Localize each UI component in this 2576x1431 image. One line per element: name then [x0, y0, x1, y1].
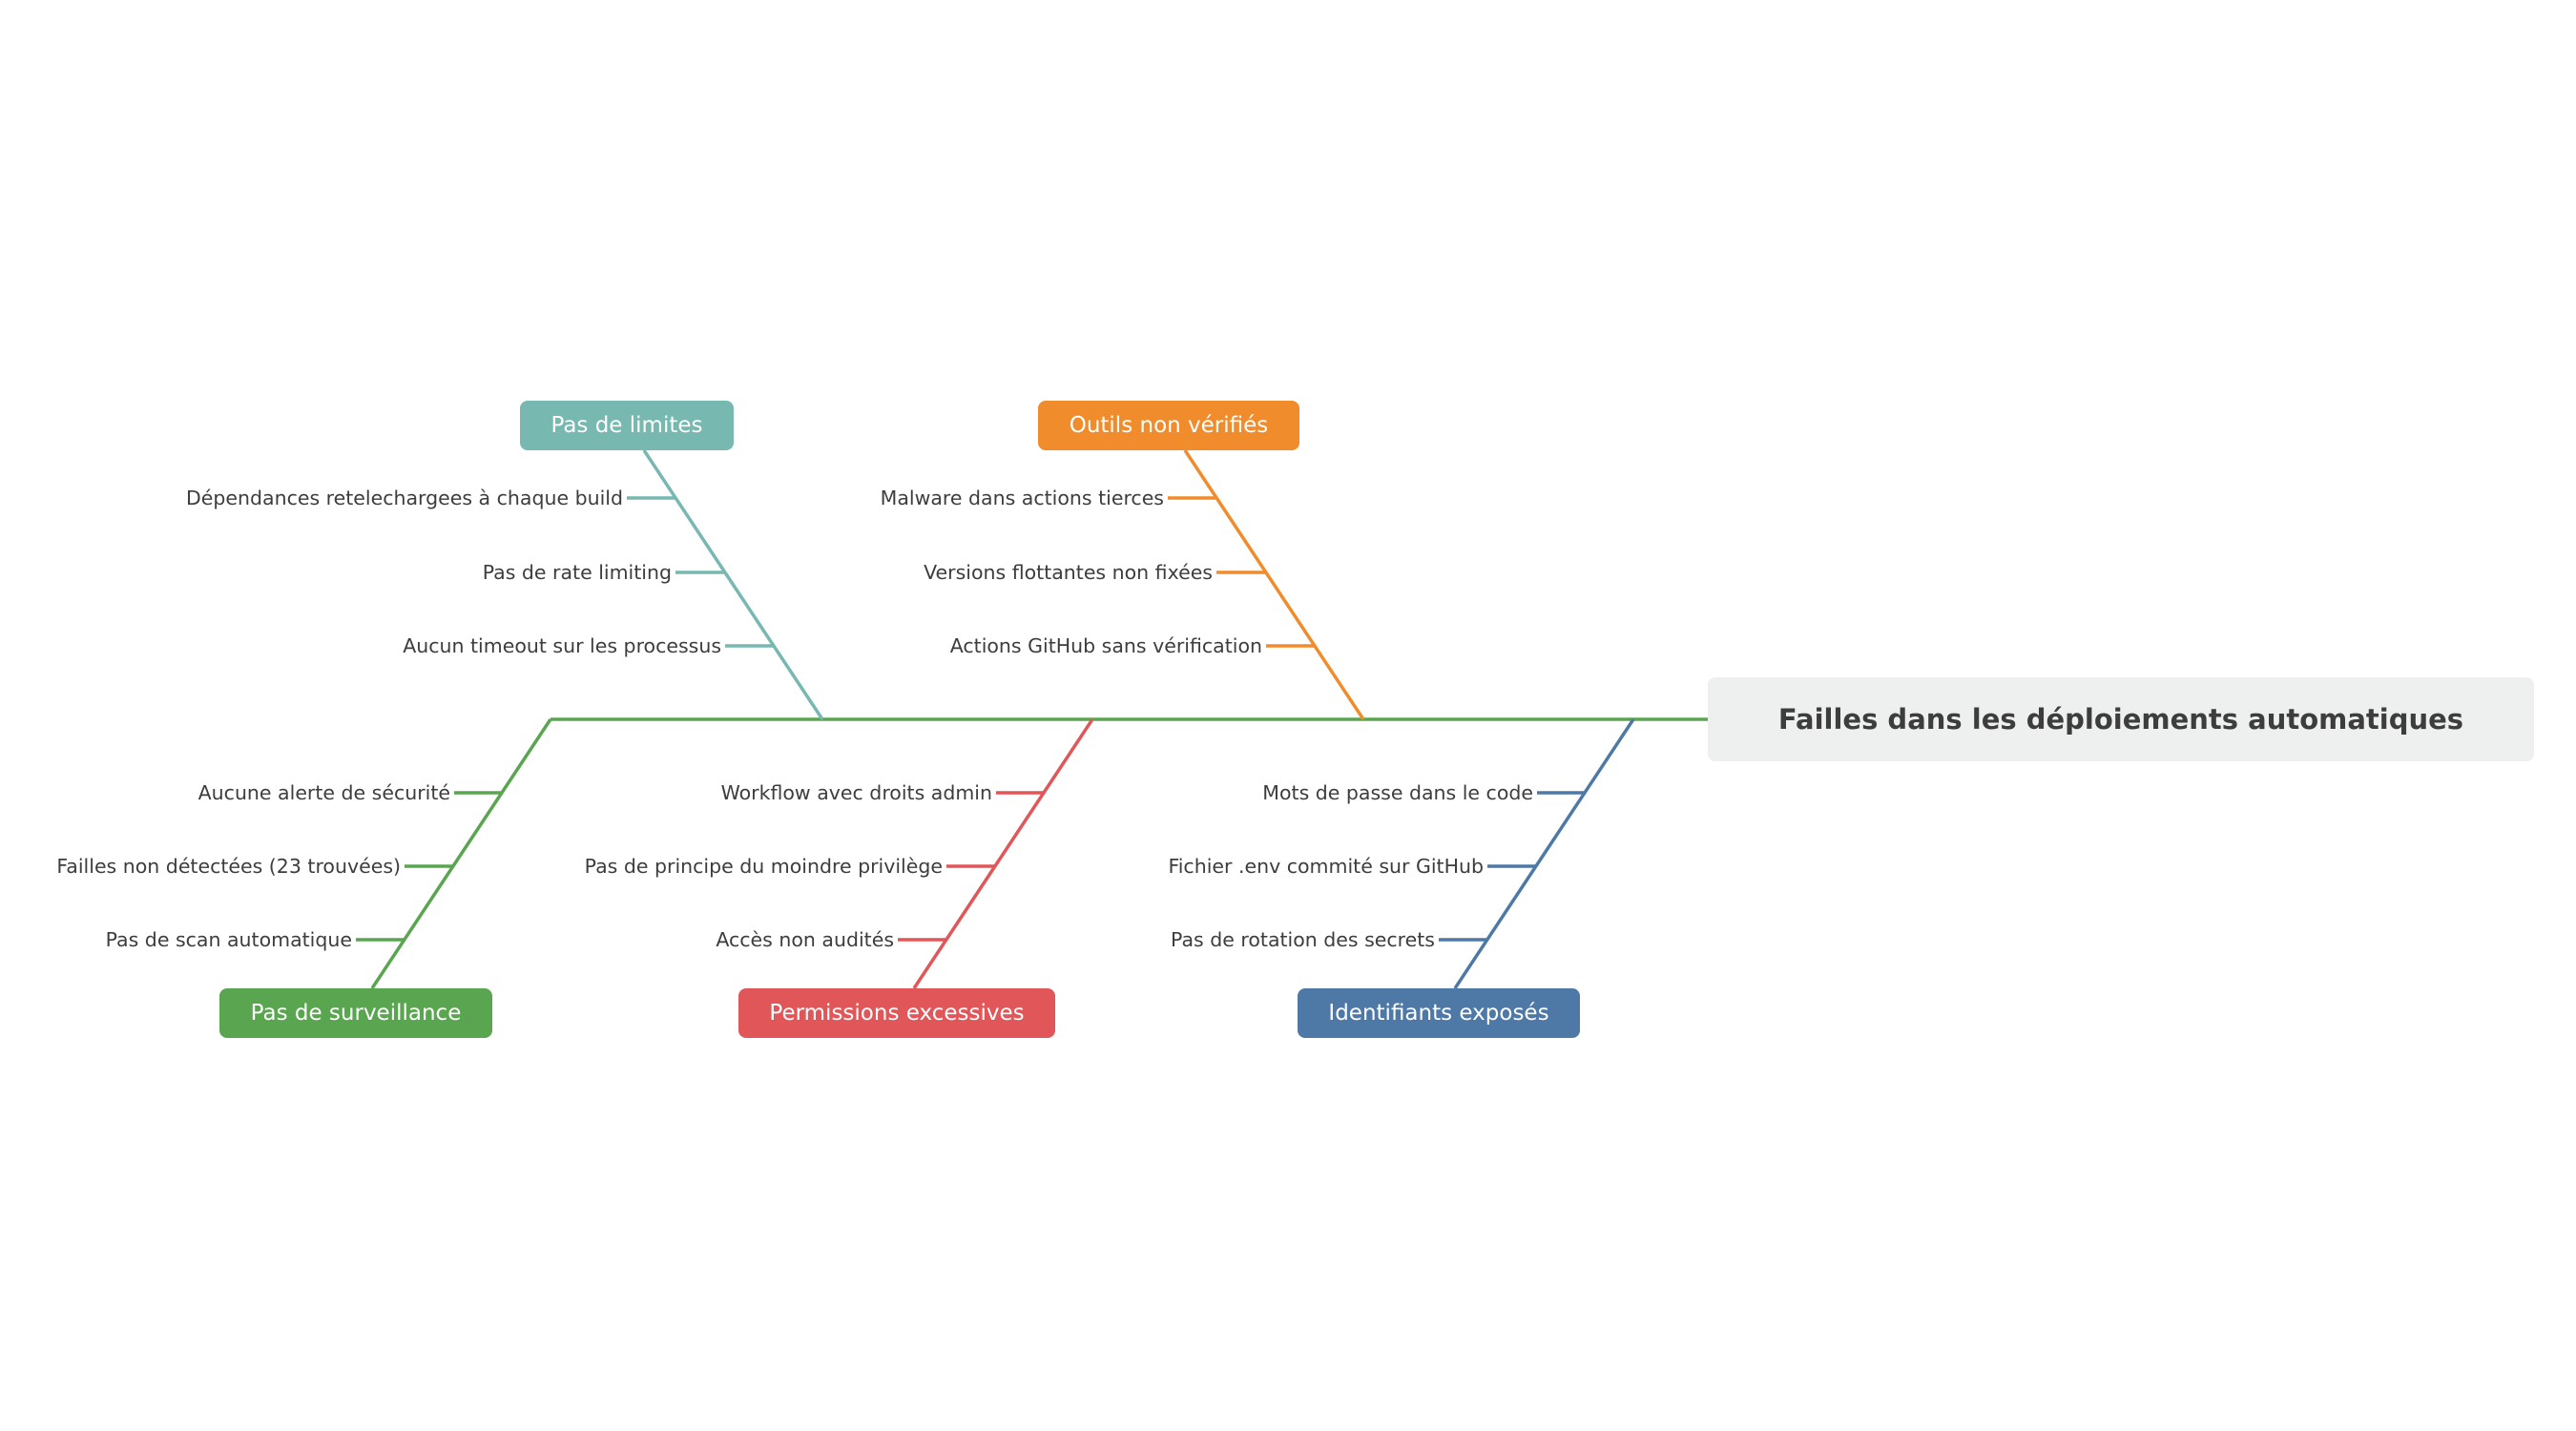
- category-pas-de-surveillance: Pas de surveillance: [219, 988, 492, 1038]
- cause-label: Failles non détectées (23 trouvées): [56, 855, 401, 878]
- cause-label: Actions GitHub sans vérification: [949, 634, 1262, 657]
- problem-head: Failles dans les déploiements automatiqu…: [1708, 677, 2534, 761]
- bone-outils-non-verifies: [1183, 449, 1365, 720]
- cause-label: Versions flottantes non fixées: [924, 561, 1213, 584]
- cause-label: Workflow avec droits admin: [720, 781, 992, 804]
- bone-pas-de-limites: [642, 449, 824, 720]
- cause-label: Accès non audités: [716, 928, 894, 951]
- cause-label: Mots de passe dans le code: [1262, 781, 1533, 804]
- cause-label: Pas de scan automatique: [105, 928, 352, 951]
- category-permissions-excessives: Permissions excessives: [738, 988, 1055, 1038]
- category-identifiants-exposes: Identifiants exposés: [1298, 988, 1580, 1038]
- bone-pas-de-surveillance: [370, 718, 552, 989]
- cause-label: Pas de principe du moindre privilège: [584, 855, 943, 878]
- cause-label: Aucune alerte de sécurité: [197, 781, 450, 804]
- bone-permissions-excessives: [912, 718, 1094, 989]
- cause-label: Dépendances retelechargеes à chaque buil…: [186, 487, 623, 509]
- category-outils-non-verifies: Outils non vérifiés: [1038, 401, 1299, 450]
- cause-label: Fichier .env commité sur GitHub: [1168, 855, 1484, 878]
- cause-label: Aucun timeout sur les processus: [403, 634, 721, 657]
- bone-identifiants-exposes: [1453, 718, 1635, 989]
- cause-label: Pas de rate limiting: [482, 561, 672, 584]
- cause-label: Pas de rotation des secrets: [1171, 928, 1435, 951]
- cause-label: Malware dans actions tierces: [880, 487, 1164, 509]
- category-pas-de-limites: Pas de limites: [520, 401, 734, 450]
